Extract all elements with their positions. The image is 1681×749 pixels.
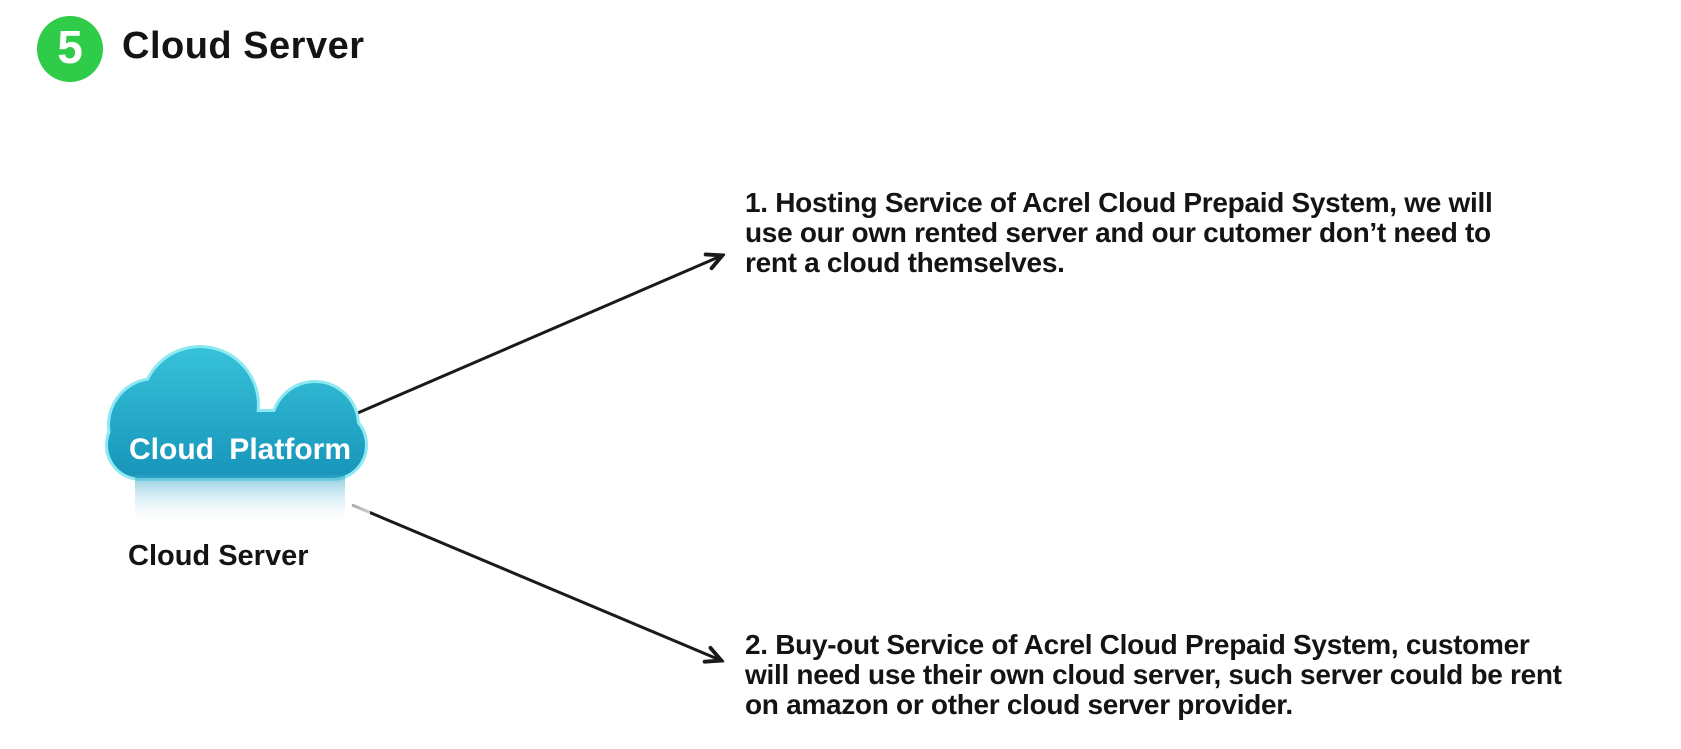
note-hosting: 1. Hosting Service of Acrel Cloud Prepai… (745, 187, 1493, 278)
cloud-platform-label: Cloud Platform (129, 433, 351, 466)
arrow-to-buyout-note (351, 503, 720, 660)
cloud-platform-icon: Cloud Platform (100, 345, 370, 539)
note-buyout: 2. Buy-out Service of Acrel Cloud Prepai… (745, 630, 1562, 720)
note-line: will need use their own cloud server, su… (745, 659, 1562, 690)
arrow-to-hosting-note (352, 256, 721, 417)
note-line: on amazon or other cloud server provider… (745, 689, 1293, 720)
step-number: 5 (57, 20, 83, 73)
note-line: rent a cloud themselves. (745, 247, 1065, 278)
cloud-server-caption: Cloud Server (128, 540, 309, 572)
cloud-body (108, 348, 365, 478)
cloud-fade (100, 473, 370, 539)
note-line: 1. Hosting Service of Acrel Cloud Prepai… (745, 187, 1493, 218)
page-title: Cloud Server (122, 25, 365, 67)
note-line: use our own rented server and our cutome… (745, 217, 1491, 248)
note-line: 2. Buy-out Service of Acrel Cloud Prepai… (745, 629, 1530, 660)
step-badge: 5 (37, 16, 103, 82)
